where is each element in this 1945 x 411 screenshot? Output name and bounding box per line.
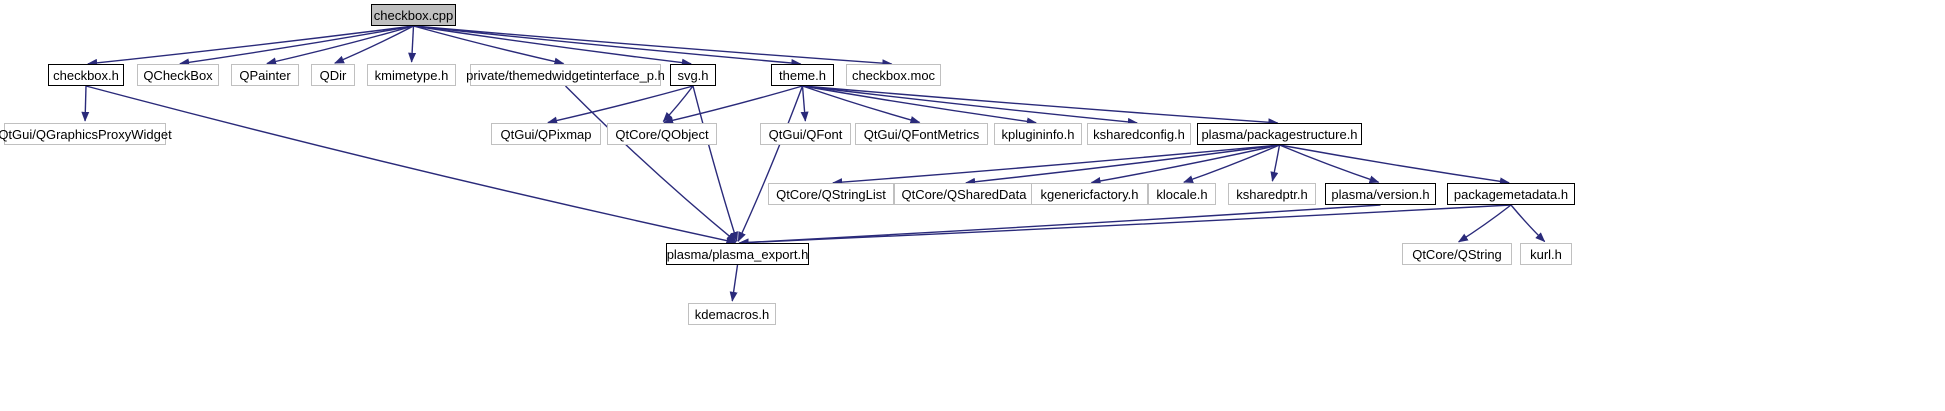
graph-node-svg_h[interactable]: svg.h <box>670 64 716 86</box>
graph-node-label: QtCore/QStringList <box>776 186 886 202</box>
graph-node-plasma_export[interactable]: plasma/plasma_export.h <box>666 243 809 265</box>
graph-node-kdemacros[interactable]: kdemacros.h <box>688 303 776 325</box>
graph-edge-checkbox_cpp-to-kmimetype_h <box>408 25 417 63</box>
graph-edge-checkbox_cpp-to-checkbox_h <box>87 25 414 67</box>
graph-edge-theme_h-to-packagestruct <box>802 85 1279 127</box>
graph-edge-packagestruct-to-kgenericfact <box>1090 144 1280 185</box>
graph-edge-theme_h-to-kplugininfo <box>802 85 1037 126</box>
graph-node-label: kurl.h <box>1530 246 1562 262</box>
graph-edge-packagestruct-to-qstringlist <box>832 144 1280 187</box>
graph-edge-checkbox_h-to-qgraphicsproxy <box>81 85 90 122</box>
graph-edge-svg_h-to-qobject <box>662 85 694 123</box>
graph-node-label: plasma/packagestructure.h <box>1201 126 1358 142</box>
graph-node-kgenericfact[interactable]: kgenericfactory.h <box>1031 183 1148 205</box>
graph-edge-svg_h-to-plasma_export <box>692 85 738 242</box>
graph-node-label: QtGui/QFontMetrics <box>863 126 980 142</box>
graph-edge-checkbox_cpp-to-qdir <box>334 25 414 64</box>
graph-edge-packagestruct-to-qshareddata <box>965 144 1280 186</box>
graph-node-label: ksharedconfig.h <box>1093 126 1185 142</box>
graph-node-label: kdemacros.h <box>694 306 770 322</box>
graph-edge-checkbox_h-to-plasma_export <box>85 85 737 245</box>
graph-node-label: klocale.h <box>1156 186 1208 202</box>
graph-node-label: QtGui/QFont <box>768 126 843 142</box>
graph-node-qshareddata[interactable]: QtCore/QSharedData <box>894 183 1034 205</box>
graph-node-label: plasma/plasma_export.h <box>666 246 809 262</box>
graph-node-qfont[interactable]: QtGui/QFont <box>760 123 851 145</box>
graph-node-label: theme.h <box>779 67 826 83</box>
graph-edge-packagestruct-to-klocale <box>1183 144 1280 184</box>
graph-edge-theme_h-to-plasma_export <box>737 85 804 242</box>
graph-node-qpainter[interactable]: QPainter <box>231 64 299 86</box>
graph-node-kmimetype_h[interactable]: kmimetype.h <box>367 64 456 86</box>
graph-node-kurl[interactable]: kurl.h <box>1520 243 1572 265</box>
graph-node-label: svg.h <box>677 67 709 83</box>
graph-edge-checkbox_cpp-to-qpainter <box>266 25 414 66</box>
graph-node-checkbox_moc[interactable]: checkbox.moc <box>846 64 941 86</box>
graph-node-qgraphicsproxy[interactable]: QtGui/QGraphicsProxyWidget <box>0 123 172 145</box>
graph-node-checkbox_cpp[interactable]: checkbox.cpp <box>371 4 456 26</box>
graph-edge-checkbox_cpp-to-qcheckbox <box>179 25 414 67</box>
graph-node-theme_h[interactable]: theme.h <box>771 64 834 86</box>
graph-edge-svg_h-to-qpixmap <box>547 85 694 125</box>
graph-edge-checkbox_cpp-to-themedwidget <box>413 25 565 66</box>
graph-node-ksharedconfig[interactable]: ksharedconfig.h <box>1087 123 1191 145</box>
graph-edge-packagemeta-to-kurl <box>1510 204 1546 243</box>
graph-edge-packagestruct-to-plasma_version <box>1279 144 1380 184</box>
graph-node-checkbox_h[interactable]: checkbox.h <box>48 64 124 86</box>
graph-edge-packagemeta-to-plasma_export <box>738 204 1512 247</box>
graph-edge-packagestruct-to-packagemeta <box>1279 144 1510 186</box>
graph-node-packagestruct[interactable]: plasma/packagestructure.h <box>1197 123 1362 145</box>
graph-edge-theme_h-to-ksharedconfig <box>802 85 1138 126</box>
graph-node-kplugininfo[interactable]: kplugininfo.h <box>994 123 1082 145</box>
graph-node-themedwidget[interactable]: private/themedwidgetinterface_p.h <box>466 64 665 86</box>
graph-node-label: QtCore/QObject <box>615 126 709 142</box>
graph-node-label: QtGui/QPixmap <box>500 126 592 142</box>
graph-node-label: kmimetype.h <box>374 67 449 83</box>
graph-edge-checkbox_cpp-to-theme_h <box>413 25 802 67</box>
graph-node-label: QtCore/QSharedData <box>901 186 1027 202</box>
graph-node-label: ksharedptr.h <box>1236 186 1308 202</box>
graph-node-label: QDir <box>319 67 347 83</box>
graph-edge-plasma_version-to-plasma_export <box>738 204 1381 247</box>
graph-node-label: private/themedwidgetinterface_p.h <box>466 67 665 83</box>
graph-node-label: QPainter <box>239 67 291 83</box>
graph-edge-theme_h-to-qfont <box>800 85 809 122</box>
graph-node-label: QtCore/QString <box>1412 246 1502 262</box>
graph-node-label: QCheckBox <box>143 67 213 83</box>
graph-edge-theme_h-to-qobject <box>663 85 803 125</box>
graph-node-qstring[interactable]: QtCore/QString <box>1402 243 1512 265</box>
graph-node-ksharedptr[interactable]: ksharedptr.h <box>1228 183 1316 205</box>
graph-node-klocale[interactable]: klocale.h <box>1148 183 1216 205</box>
graph-node-label: checkbox.h <box>53 67 119 83</box>
graph-node-qcheckbox[interactable]: QCheckBox <box>137 64 219 86</box>
graph-node-label: QtGui/QGraphicsProxyWidget <box>0 126 172 142</box>
graph-edge-packagemeta-to-qstring <box>1457 204 1512 243</box>
graph-node-label: plasma/version.h <box>1331 186 1430 202</box>
graph-node-label: packagemetadata.h <box>1453 186 1569 202</box>
graph-node-qobject[interactable]: QtCore/QObject <box>607 123 717 145</box>
graph-node-plasma_version[interactable]: plasma/version.h <box>1325 183 1436 205</box>
graph-edge-plasma_export-to-kdemacros <box>729 264 739 302</box>
graph-node-label: checkbox.moc <box>851 67 936 83</box>
graph-node-label: checkbox.cpp <box>373 7 454 23</box>
graph-node-label: kplugininfo.h <box>1001 126 1075 142</box>
graph-edge-themedwidget-to-plasma_export <box>565 85 737 243</box>
graph-edge-checkbox_cpp-to-svg_h <box>413 25 692 67</box>
graph-edge-packagestruct-to-ksharedptr <box>1270 144 1281 182</box>
graph-edge-theme_h-to-qfontmetrics <box>802 85 921 124</box>
graph-node-packagemeta[interactable]: packagemetadata.h <box>1447 183 1575 205</box>
graph-node-qdir[interactable]: QDir <box>311 64 355 86</box>
graph-node-qfontmetrics[interactable]: QtGui/QFontMetrics <box>855 123 988 145</box>
graph-node-qpixmap[interactable]: QtGui/QPixmap <box>491 123 601 145</box>
graph-edge-checkbox_cpp-to-checkbox_moc <box>413 25 893 68</box>
graph-node-label: kgenericfactory.h <box>1040 186 1139 202</box>
graph-node-qstringlist[interactable]: QtCore/QStringList <box>768 183 894 205</box>
